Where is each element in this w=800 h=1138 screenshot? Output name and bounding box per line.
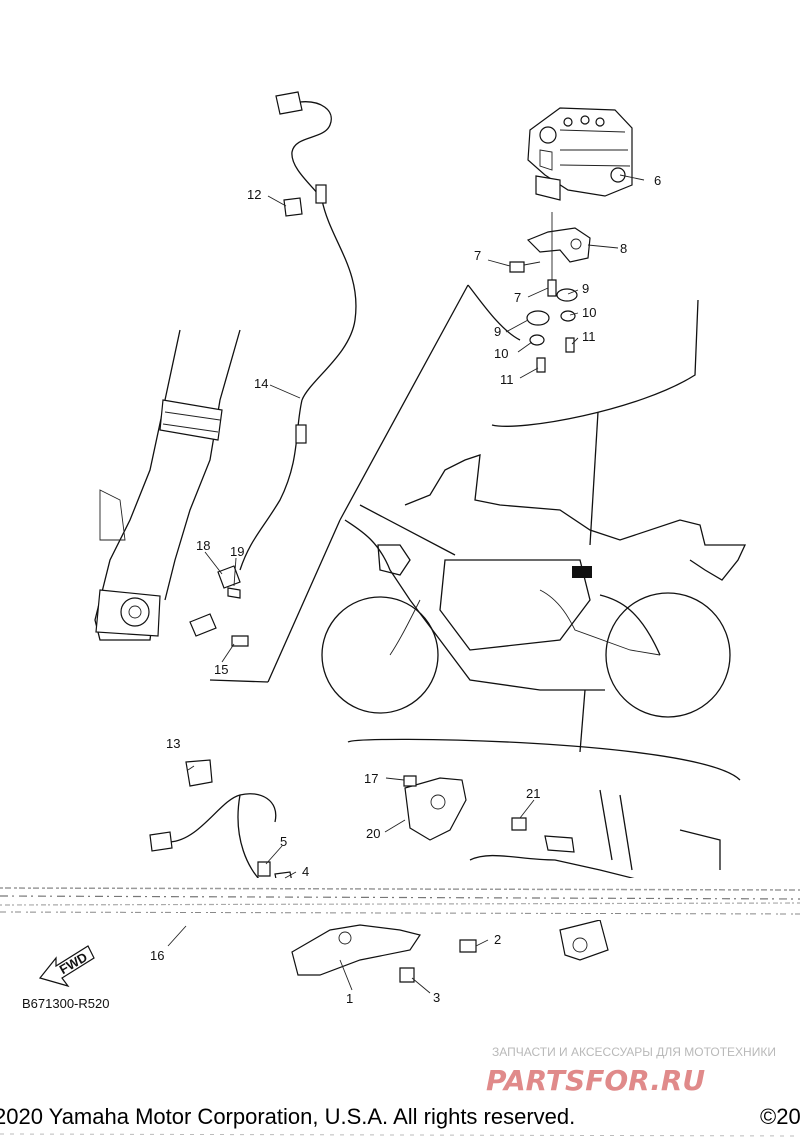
callout-9b: 9 [494,324,501,339]
abs-fasteners [509,261,578,373]
callout-12: 12 [247,187,261,202]
copyright-text: 2020 Yamaha Motor Corporation, U.S.A. Al… [0,1104,575,1129]
abs-hydraulic-unit [527,107,633,201]
callout-19: 19 [230,544,244,559]
callout-15: 15 [214,662,228,677]
callout-16: 16 [150,948,164,963]
callout-5: 5 [280,834,287,849]
diagram-reference-code: B671300-R520 [22,996,109,1011]
leader-lines [167,174,645,994]
callout-13: 13 [166,736,180,751]
callout-8: 8 [620,241,627,256]
copyright-text-right: ©20 [760,1104,800,1129]
callout-labels: 1 2 3 4 5 6 7 7 8 9 9 10 10 11 11 12 13 … [150,173,661,1006]
callout-4: 4 [302,864,309,879]
callout-21: 21 [526,786,540,801]
callout-10b: 10 [494,346,508,361]
callout-9a: 9 [582,281,589,296]
callout-3: 3 [433,990,440,1005]
front-sensor-lead [189,91,357,647]
abs-bracket [526,212,591,290]
callout-7b: 7 [514,290,521,305]
callout-2: 2 [494,932,501,947]
front-fork [94,329,241,641]
front-callout-frame [209,284,469,683]
callout-11a: 11 [582,329,596,344]
callout-6: 6 [654,173,661,188]
watermark-tagline: ЗАПЧАСТИ И АКСЕССУАРЫ ДЛЯ МОТОТЕХНИКИ [492,1045,776,1059]
callout-14: 14 [254,376,268,391]
callout-11b: 11 [500,372,514,387]
callout-17: 17 [364,771,378,786]
callout-10a: 10 [582,305,596,320]
bottom-callout-frame [347,689,741,781]
motorcycle-overview [321,454,747,718]
callout-7a: 7 [474,248,481,263]
rear-sensor-parts [149,759,721,983]
callout-1: 1 [346,991,353,1006]
scan-noise-band [0,878,800,920]
callout-20: 20 [366,826,380,841]
watermark-brand: PARTSFOR.RU [486,1064,705,1097]
abs-unit-callout [467,284,699,546]
forward-arrow-icon: FWD [38,945,95,988]
callout-18: 18 [196,538,210,553]
